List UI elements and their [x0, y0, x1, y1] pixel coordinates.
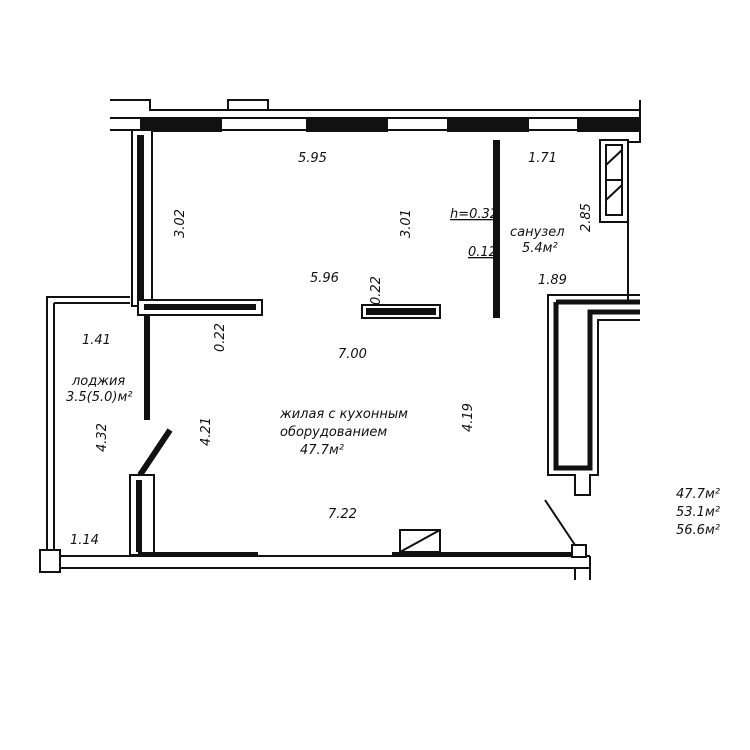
window — [447, 118, 529, 132]
dim-h: h=0.32 — [450, 207, 498, 222]
room-name-bathroom: санузел — [510, 225, 565, 240]
dim-pillar: 0.22 — [369, 276, 384, 305]
labels: 5.95 1.71 3.02 3.01 2.85 h=0.32 0.12 сан… — [66, 151, 720, 548]
window — [140, 118, 222, 132]
room-name-loggia: лоджия — [71, 374, 125, 389]
dim-bath-bottom: 1.89 — [538, 273, 567, 288]
dim-bath-right: 2.85 — [579, 203, 594, 232]
room-area-loggia: 3.5(5.0)м² — [66, 390, 133, 405]
dim-left-lower: 4.21 — [199, 417, 214, 446]
walls — [39, 99, 641, 580]
room-area-living: 47.7м² — [300, 443, 344, 458]
dim-left-wall: 0.22 — [213, 323, 228, 352]
dim-left-upper: 3.02 — [173, 209, 188, 238]
room-name-living-1: жилая с кухонным — [279, 407, 408, 422]
dim-bottom-width: 7.22 — [328, 507, 357, 522]
dim-top-bath: 1.71 — [528, 151, 557, 166]
dim-loggia-height: 4.32 — [95, 423, 110, 452]
dim-mid-width: 5.96 — [310, 271, 339, 286]
dim-living-width: 7.00 — [338, 347, 367, 362]
total-living: 47.7м² — [676, 487, 720, 502]
window — [306, 118, 388, 132]
total-area: 53.1м² — [676, 505, 720, 520]
door — [137, 428, 173, 477]
window — [577, 118, 640, 132]
room-name-living-2: оборудованием — [280, 425, 387, 440]
room-area-bathroom: 5.4м² — [522, 241, 558, 256]
dim-top-living: 5.95 — [298, 151, 327, 166]
dim-loggia-width: 1.41 — [82, 333, 111, 348]
dim-mid-upper: 3.01 — [399, 209, 414, 238]
total-with-loggia: 56.6м² — [676, 523, 720, 538]
dim-loggia-bottom: 1.14 — [70, 533, 99, 548]
dim-right-lower: 4.19 — [461, 403, 476, 432]
dim-t: 0.12 — [468, 245, 497, 260]
